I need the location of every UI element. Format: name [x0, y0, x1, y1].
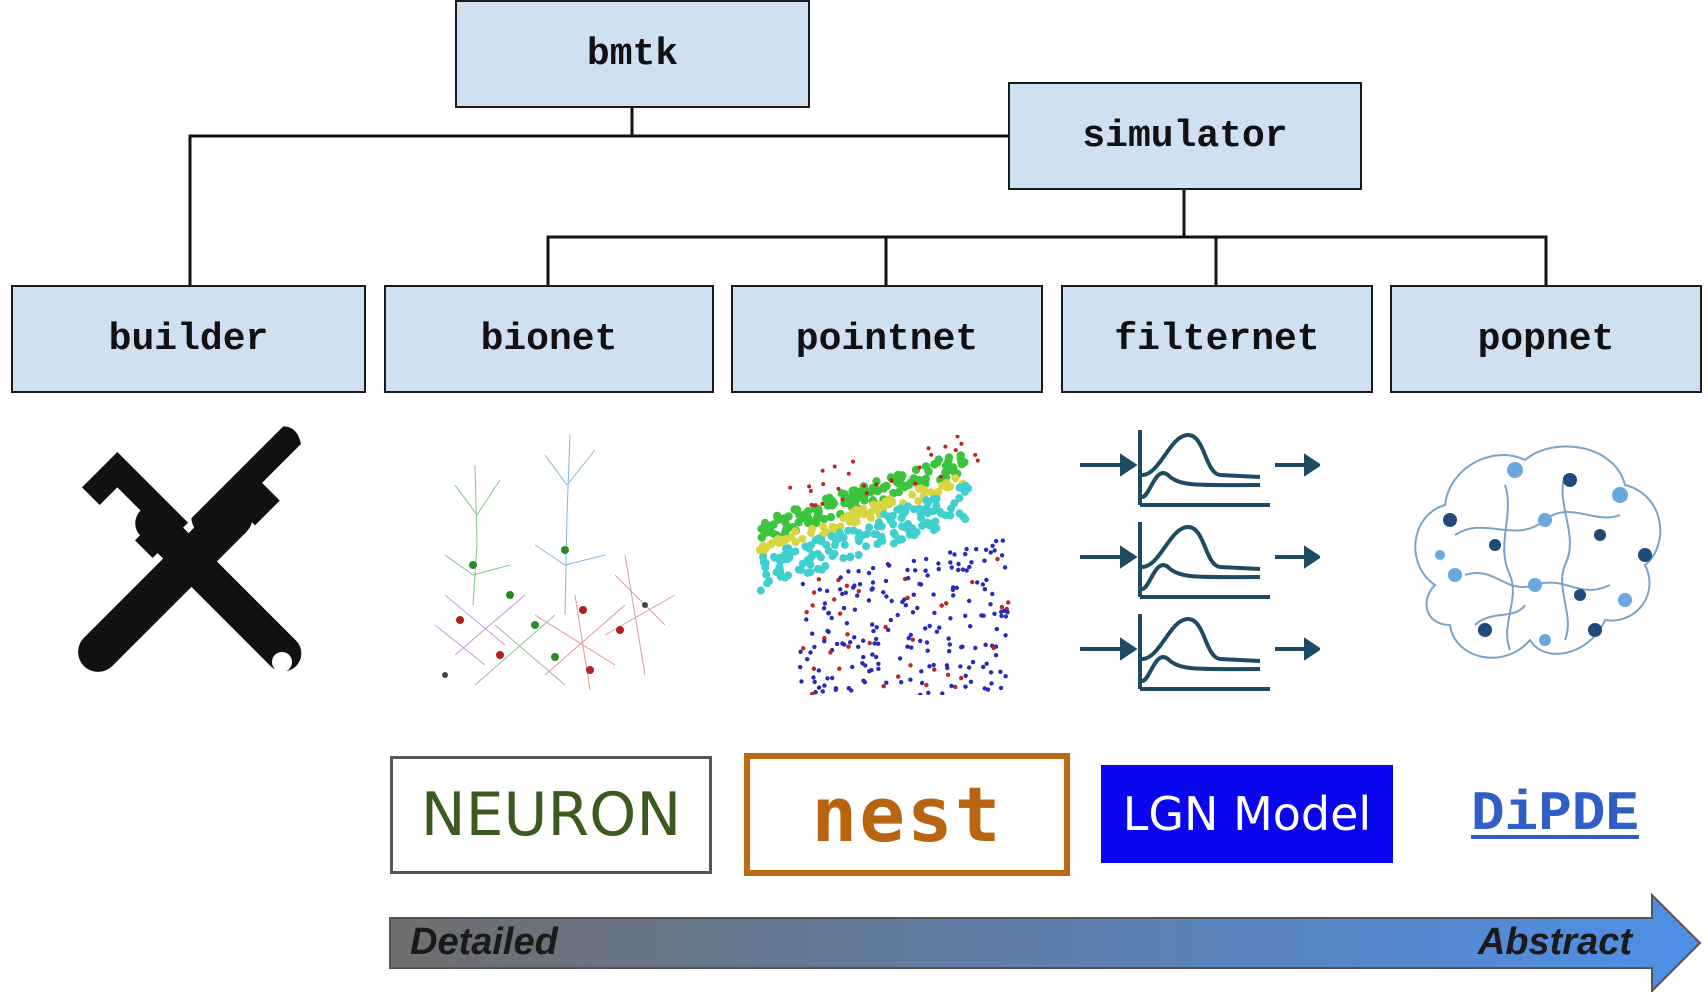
pointnet-node: pointnet: [731, 285, 1043, 393]
scale-left-label: Detailed: [410, 921, 558, 963]
point-neuron-cloud-icon: [756, 435, 1011, 695]
dipde-backend-link[interactable]: DiPDE: [1470, 782, 1640, 846]
bmtk-node: bmtk: [455, 0, 810, 108]
filternet-node: filternet: [1061, 285, 1373, 393]
bionet-node: bionet: [384, 285, 714, 393]
neuron-morphology-icon: [434, 434, 676, 691]
lgn-model-backend-label: LGN Model: [1101, 765, 1393, 863]
builder-node: builder: [11, 285, 366, 393]
neuron-backend-label: NEURON: [390, 756, 712, 874]
simulator-node: simulator: [1008, 82, 1362, 190]
nest-backend-label: nest: [744, 753, 1070, 876]
popnet-node: popnet: [1390, 285, 1702, 393]
tools-icon: [78, 426, 302, 672]
brain-population-icon: [1414, 445, 1662, 659]
scale-right-label: Abstract: [1477, 921, 1632, 963]
